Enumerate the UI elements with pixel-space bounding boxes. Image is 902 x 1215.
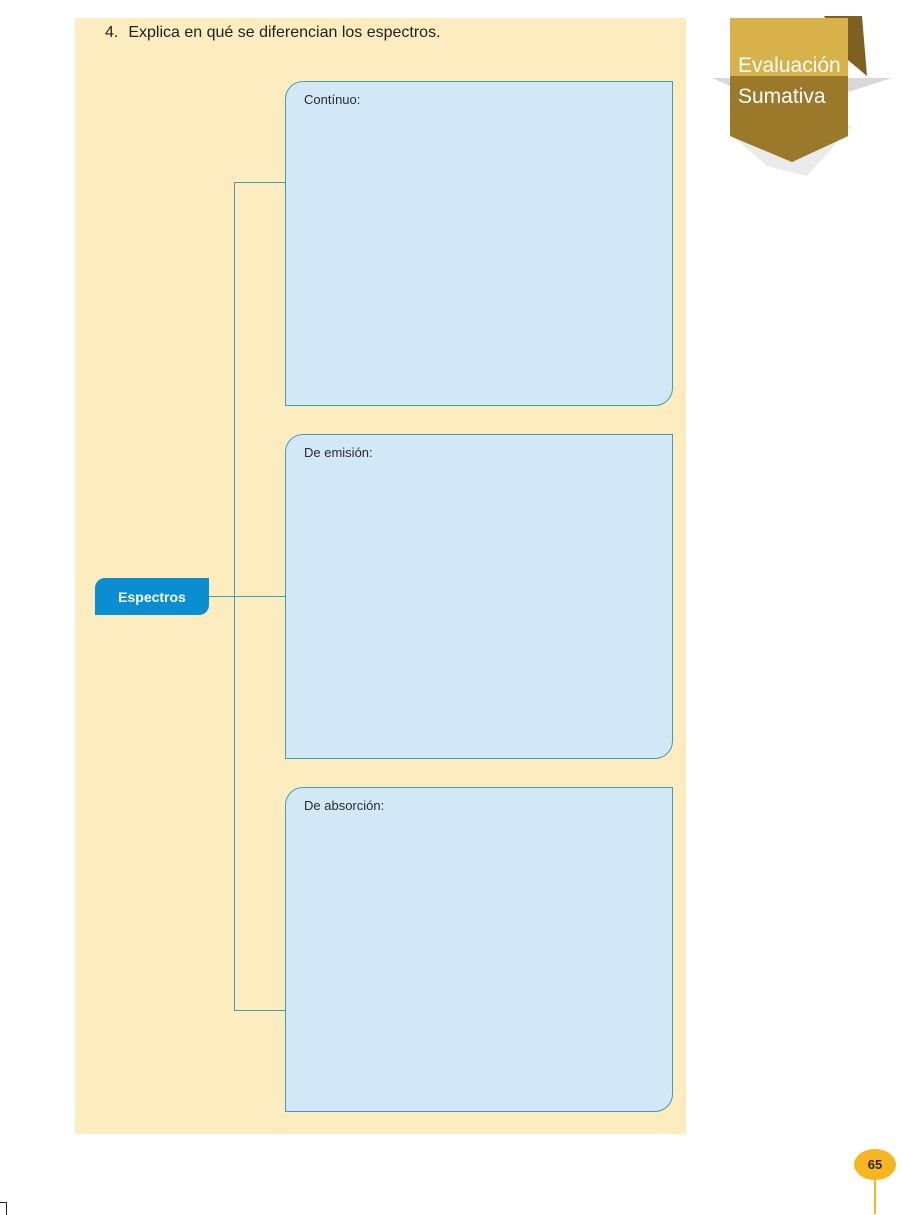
badge-highlight <box>730 18 848 76</box>
evaluation-badge-icon <box>712 16 892 176</box>
question-number: 4. <box>105 24 119 41</box>
badge-title-line1: Evaluación <box>738 54 841 77</box>
answer-box-absorcion[interactable]: De absorción: <box>285 787 673 1112</box>
badge-bevel <box>730 76 848 162</box>
answer-box-label: De absorción: <box>304 798 385 813</box>
answer-box-label: Contínuo: <box>304 92 361 107</box>
connector-to-emision <box>208 596 285 597</box>
connector-to-continuo <box>234 182 285 183</box>
page-number: 65 <box>854 1149 896 1180</box>
crop-mark <box>0 1202 7 1215</box>
badge-tab-right <box>848 78 892 92</box>
answer-box-emision[interactable]: De emisión: <box>285 434 673 759</box>
answer-box-label: De emisión: <box>304 445 373 460</box>
page-number-stem <box>874 1180 876 1214</box>
answer-box-continuo[interactable]: Contínuo: <box>285 81 673 406</box>
badge-tab-left <box>712 78 730 86</box>
concept-root-node: Espectros <box>95 578 209 615</box>
question-prompt: 4. Explica en qué se diferencian los espe… <box>105 24 441 42</box>
connector-to-absorcion <box>234 1010 285 1011</box>
badge-title-line2: Sumativa <box>738 85 826 108</box>
question-text: Explica en qué se diferencian los espect… <box>128 24 441 41</box>
